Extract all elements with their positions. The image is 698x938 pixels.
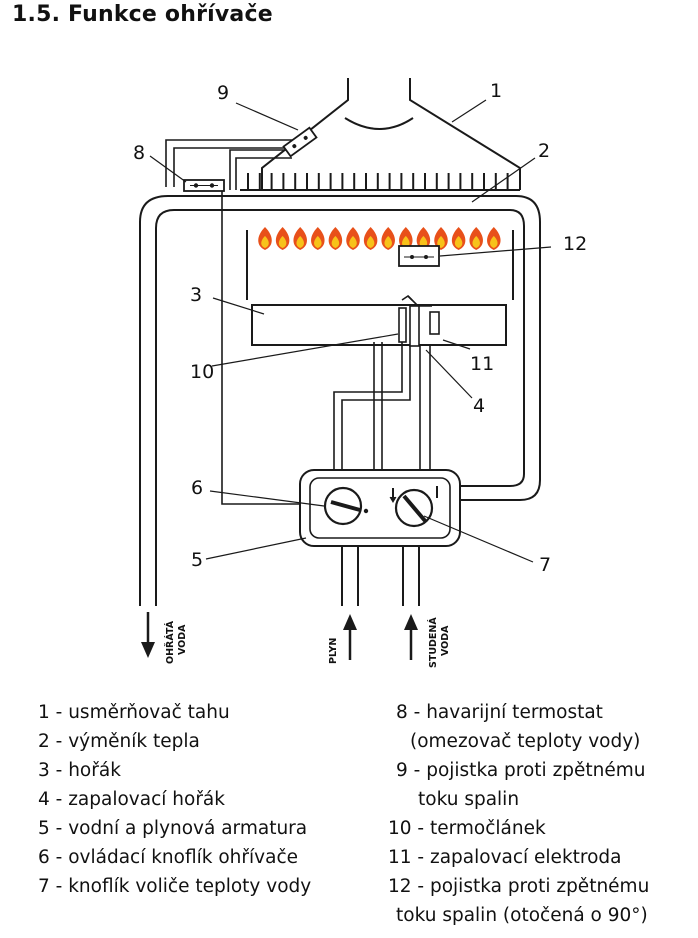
callout-6: 6 <box>191 477 203 499</box>
flue-sensor-9 <box>282 126 318 158</box>
cold-water-label-2: VODA <box>440 625 451 656</box>
thermocouple <box>398 307 407 343</box>
temperature-knob <box>389 486 438 528</box>
gas-arrow <box>343 614 357 660</box>
leader-lines <box>149 99 552 563</box>
flame <box>363 227 378 250</box>
combustion-chamber <box>246 230 514 300</box>
supply-pipes <box>341 546 420 606</box>
legend-item: 5 - vodní a plynová armatura <box>38 818 308 839</box>
legend-item-cont: toku spalin (otočená o 90°) <box>396 905 648 926</box>
flue-sensor-12 <box>398 245 440 267</box>
cold-water-arrow <box>404 614 418 660</box>
hot-water-arrow <box>141 612 155 658</box>
flame <box>487 227 501 250</box>
callout-8: 8 <box>133 142 145 164</box>
gas-label: PLYN <box>328 638 339 664</box>
flame <box>381 227 395 250</box>
burner-flames <box>258 227 501 250</box>
flame <box>258 227 272 250</box>
legend-item: 1 - usměrňovač tahu <box>38 702 230 723</box>
hot-water-label-2: VODA <box>177 624 188 655</box>
callout-1: 1 <box>490 80 502 102</box>
callout-9: 9 <box>217 82 229 104</box>
callout-4: 4 <box>473 395 485 417</box>
flame <box>416 227 431 250</box>
pilot-lines <box>333 342 431 470</box>
callout-10: 10 <box>190 361 214 383</box>
gas-water-valve <box>299 469 461 547</box>
heater-diagram: OHŘÁTÁ VODA PLYN STUDENÁ VODA 1 2 3 4 5 … <box>133 78 587 668</box>
legend-right: 8 - havarijní termostat (omezovač teplot… <box>388 698 649 930</box>
flame <box>311 227 325 250</box>
legend-item: 4 - zapalovací hořák <box>38 789 225 810</box>
flame <box>293 227 307 250</box>
legend-item: 6 - ovládací knoflík ohřívače <box>38 847 298 868</box>
legend-item: 2 - výměník tepla <box>38 731 200 752</box>
flame <box>469 227 483 250</box>
callout-5: 5 <box>191 549 203 571</box>
legend-item: 12 - pojistka proti zpětnému <box>388 876 650 897</box>
callout-2: 2 <box>538 140 550 162</box>
legend-item-cont: toku spalin <box>418 789 520 810</box>
heat-exchanger-fins <box>247 173 509 190</box>
hot-water-label-1: OHŘÁTÁ <box>164 620 176 664</box>
legend-item: 8 - havarijní termostat <box>396 702 603 723</box>
pilot-burner <box>409 305 420 347</box>
callout-12: 12 <box>563 233 587 255</box>
overheat-thermostat <box>183 179 225 192</box>
burner <box>251 304 507 346</box>
flame <box>451 227 466 250</box>
flame <box>275 227 290 250</box>
callout-3: 3 <box>190 284 202 306</box>
flame <box>328 227 343 250</box>
legend-item: 11 - zapalovací elektroda <box>388 847 622 868</box>
cold-water-label-1: STUDENÁ <box>427 617 439 668</box>
legend-left: 1 - usměrňovač tahu 2 - výměník tepla 3 … <box>38 698 311 901</box>
callout-11: 11 <box>470 353 494 375</box>
callout-7: 7 <box>539 554 551 576</box>
flame <box>434 227 448 250</box>
legend-item: 7 - knoflík voliče teploty vody <box>38 876 312 897</box>
flame <box>399 227 413 250</box>
hot-water-loop <box>139 195 541 606</box>
control-knob <box>323 486 369 526</box>
legend-item: 3 - hořák <box>38 760 121 781</box>
legend-item-cont: (omezovač teploty vody) <box>410 731 641 752</box>
flame <box>346 227 360 250</box>
legend-item: 9 - pojistka proti zpětnému <box>396 760 646 781</box>
ignition-electrode <box>429 311 440 335</box>
legend-item: 10 - termočlánek <box>388 818 546 839</box>
page-title: 1.5. Funkce ohřívače <box>12 2 273 27</box>
